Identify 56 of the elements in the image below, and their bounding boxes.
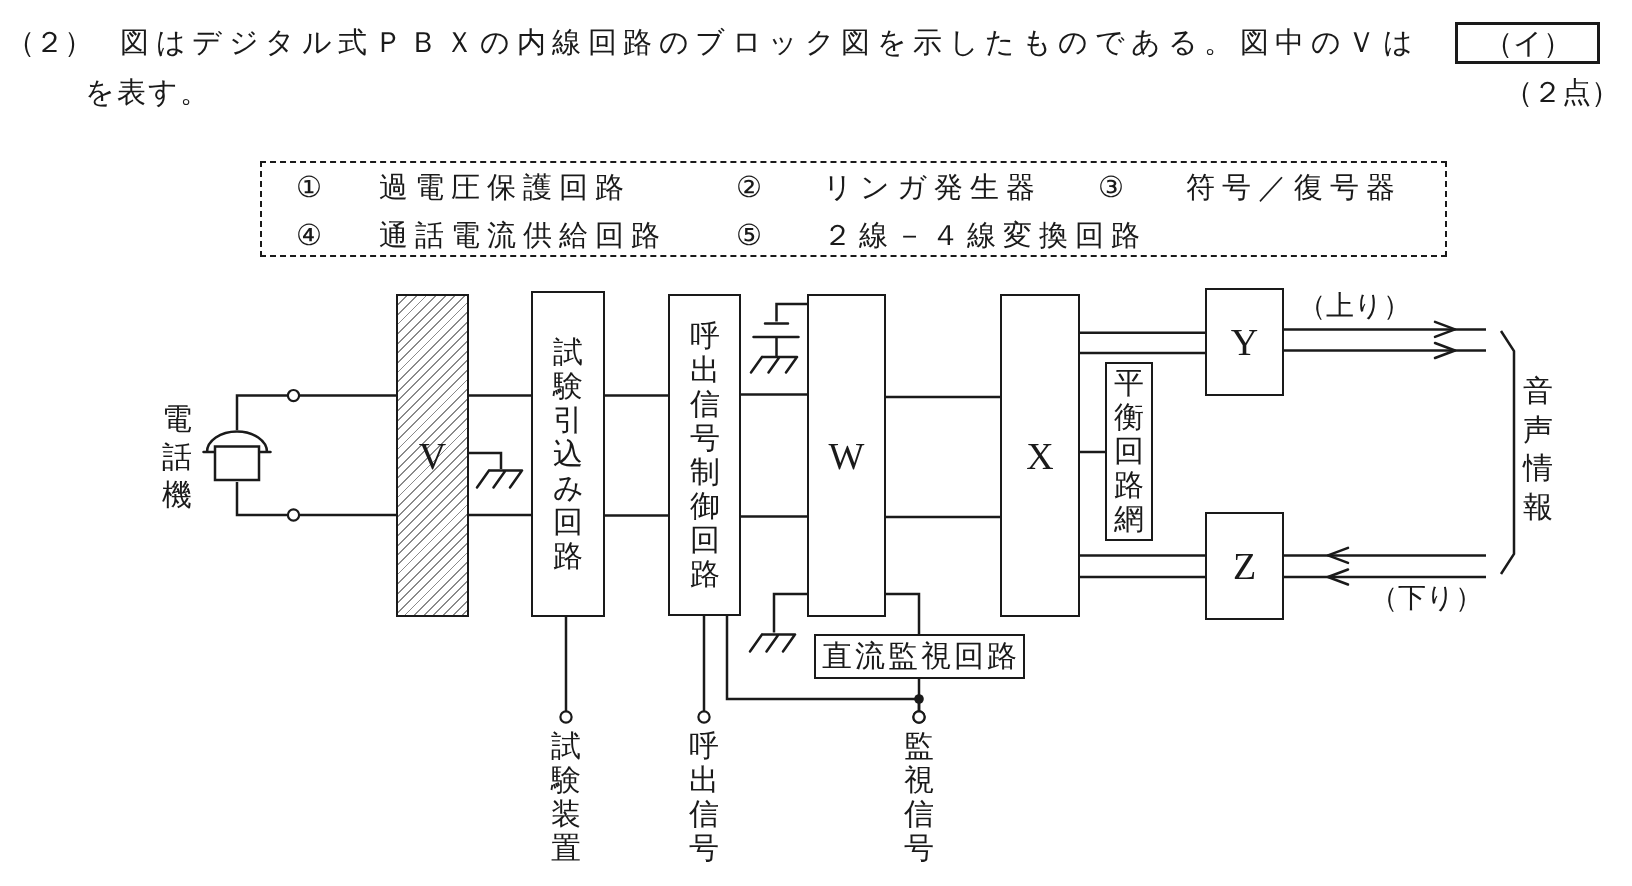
connector-line [469, 394, 531, 397]
connector-line [559, 617, 573, 724]
block-box: 直流監視回路 [814, 634, 1025, 679]
block-box: Z [1205, 512, 1284, 620]
connector-line [741, 515, 807, 518]
connector-line [1080, 450, 1105, 454]
choice-text: ２線－４線変換回路 [823, 218, 1147, 252]
question-number: （２） [6, 25, 93, 60]
choice-number: ③ [1098, 170, 1124, 204]
choice-number: ④ [296, 218, 322, 252]
block-box: 試験引込み回路 [531, 291, 605, 617]
connector-line [741, 393, 807, 396]
block-box: W [807, 294, 886, 617]
arrow [1284, 341, 1486, 360]
bracket-label: 音声情報 [1521, 373, 1554, 525]
choice-text: 過電圧保護回路 [379, 170, 631, 204]
choice-number: ⑤ [736, 218, 762, 252]
connector-line [235, 394, 396, 430]
connector-line [886, 395, 1000, 399]
connector-line [1080, 575, 1205, 579]
terminal-label: 呼出信号 [687, 723, 721, 869]
connector-line [605, 394, 668, 397]
connector-line [1080, 351, 1205, 355]
hatched-block: V [396, 294, 469, 617]
choice-box [260, 161, 1447, 257]
connector-line [886, 592, 921, 634]
connector-line [886, 515, 1000, 519]
choice-number: ① [296, 170, 322, 204]
arrow [1284, 568, 1486, 586]
arrow [1284, 320, 1486, 339]
block-box: X [1000, 294, 1080, 617]
device-label: 電話機 [161, 401, 193, 513]
connector-line [775, 302, 807, 322]
question-text: を表す。 [85, 75, 211, 110]
block-box: Y [1205, 288, 1284, 396]
terminal-label: 試験装置 [549, 723, 583, 869]
question-text: 図はデジタル式ＰＢＸの内線回路のブロック図を示したものである。図中のＶは [120, 25, 1419, 60]
choice-text: 通話電流供給回路 [379, 218, 667, 252]
connector-line [605, 514, 668, 517]
choice-number: ② [736, 170, 762, 204]
connector-line [912, 679, 926, 724]
connector-line [469, 451, 503, 469]
connector-line [697, 616, 711, 724]
connector-line [469, 513, 531, 517]
score-label: （２点） [1504, 75, 1620, 110]
block-box: 呼出信号制御回路 [668, 294, 741, 616]
connector-line [235, 482, 396, 517]
connector-line [1080, 331, 1205, 334]
choice-text: リンガ発生器 [823, 170, 1042, 204]
choice-text: 符号／復号器 [1186, 170, 1402, 204]
connector-line [1080, 554, 1205, 557]
block-box: 平衡回路網 [1105, 362, 1153, 541]
connector-line [772, 592, 807, 633]
answer-box: （イ） [1455, 22, 1600, 64]
arrow [1284, 546, 1486, 565]
terminal-label: 監視信号 [902, 723, 936, 869]
